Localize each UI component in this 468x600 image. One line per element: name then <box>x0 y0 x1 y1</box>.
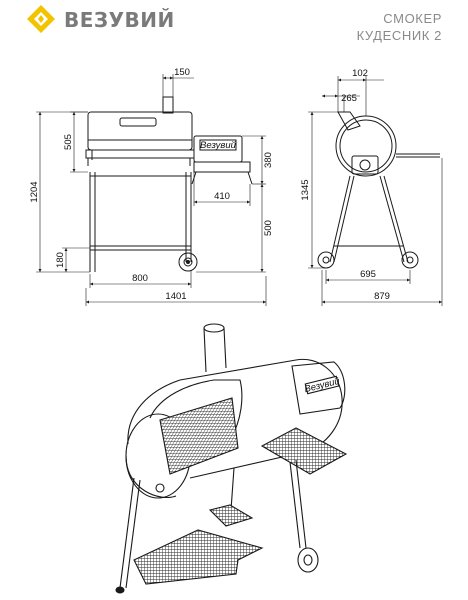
dim-wheel-base: 695 <box>360 269 376 280</box>
front-view: Везувий <box>85 96 253 272</box>
dim-chimney-width: 150 <box>174 67 190 78</box>
dim-shelf-height: 500 <box>263 220 274 236</box>
brand-logo-icon <box>27 5 55 33</box>
brand-name: ВЕЗУВИЙ <box>64 8 175 32</box>
product-type: СМОКЕР <box>383 11 442 26</box>
persp-lid-open <box>149 379 243 441</box>
side-leg-right <box>379 175 405 263</box>
front-shelf <box>85 149 195 159</box>
persp-chimney <box>203 327 227 373</box>
front-firebox-label: Везувий <box>200 140 237 151</box>
title-block: СМОКЕР КУДЕСНИК 2 <box>357 10 442 44</box>
persp-door-knob <box>155 483 165 493</box>
side-dimension-labels: 102 265 1345 695 879 <box>300 68 390 302</box>
persp-wheel <box>297 547 319 573</box>
side-drum <box>335 115 397 177</box>
side-firebox <box>351 155 379 175</box>
dim-chimney-offset: 102 <box>352 68 368 79</box>
dim-total-depth: 879 <box>374 291 390 302</box>
persp-drum <box>127 358 343 479</box>
product-model: КУДЕСНИК 2 <box>356 28 442 43</box>
front-dimensions <box>36 74 267 306</box>
persp-firebox <box>291 361 346 415</box>
persp-bottom-shelf <box>133 529 264 585</box>
dim-side-total-height: 1345 <box>300 179 311 200</box>
persp-chimney-top <box>203 323 225 333</box>
perspective-view: Везувий <box>115 323 348 594</box>
front-lid-handle <box>119 117 157 127</box>
front-chimney <box>162 96 174 114</box>
side-dimensions <box>308 76 443 306</box>
persp-leg-front-right <box>289 461 301 549</box>
dim-chamber-height: 505 <box>63 134 74 150</box>
persp-side-shelf <box>260 427 348 475</box>
side-wheel-right <box>401 251 419 269</box>
side-wheel-left <box>317 251 335 269</box>
persp-foot <box>115 586 125 594</box>
dim-bottom-clearance: 180 <box>55 252 66 268</box>
front-side-tray <box>193 161 251 173</box>
dim-cart-length: 800 <box>132 273 148 284</box>
side-leg-left <box>329 175 351 263</box>
persp-chamber-grate <box>159 397 239 475</box>
dim-firebox-height: 380 <box>263 152 274 168</box>
persp-leg-front-left <box>119 477 135 589</box>
dim-total-length: 1401 <box>165 291 186 302</box>
persp-firebox-label: Везувий <box>303 376 341 396</box>
front-dimension-labels: 150 505 1204 180 380 500 410 800 1401 <box>29 67 274 302</box>
side-view <box>317 111 440 269</box>
side-chimney <box>337 111 361 131</box>
front-wheel <box>178 252 198 272</box>
dim-firebox-length: 410 <box>214 191 230 202</box>
dim-chimney-diameter: 265 <box>341 93 357 104</box>
dim-total-height: 1204 <box>29 181 40 202</box>
